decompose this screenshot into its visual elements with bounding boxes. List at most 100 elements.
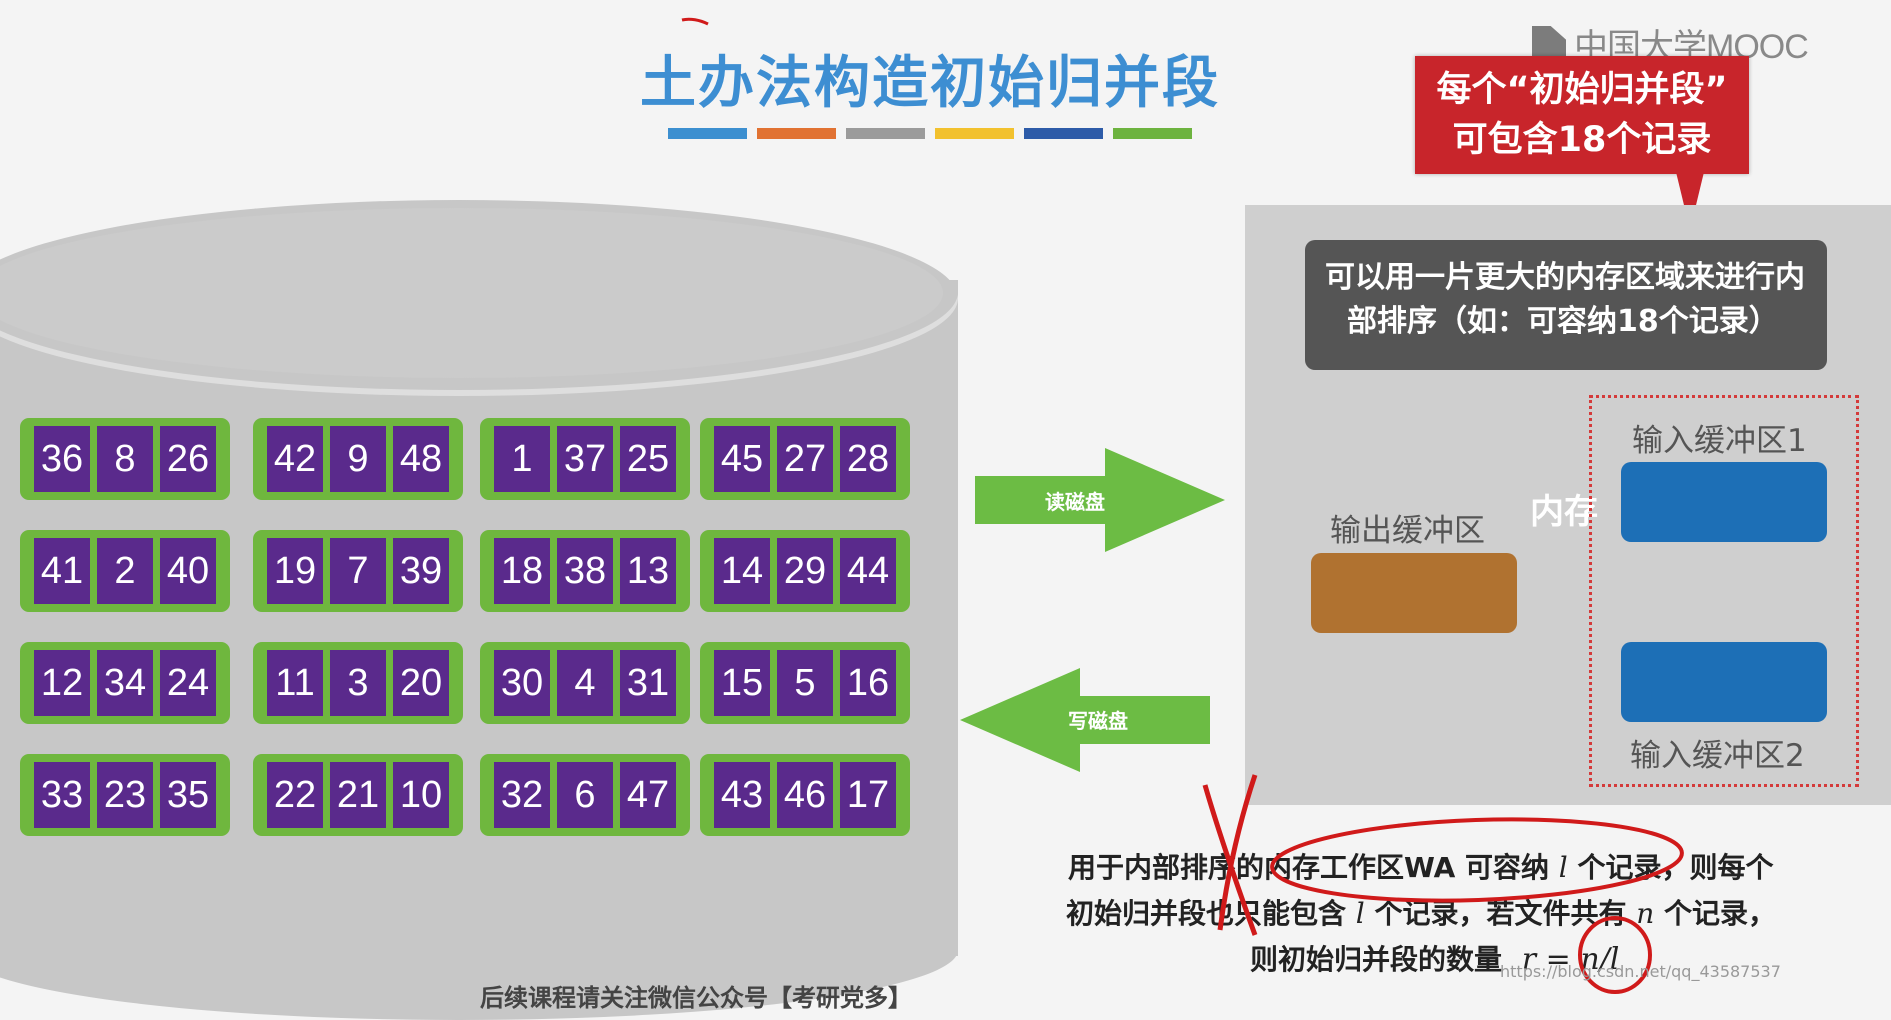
record-cell: 44 <box>840 538 896 604</box>
note-line-2-a: 初始归并段也只能包含 <box>1066 897 1347 930</box>
record-cell: 2 <box>97 538 153 604</box>
mooc-logo-icon <box>1532 26 1566 60</box>
record-cell: 12 <box>34 650 90 716</box>
record-cell: 34 <box>97 650 153 716</box>
record-cell: 17 <box>840 762 896 828</box>
note-line-2-b: 个记录，若文件共有 <box>1374 897 1627 930</box>
record-cell: 27 <box>777 426 833 492</box>
record-cell: 24 <box>160 650 216 716</box>
record-cell: 9 <box>330 426 386 492</box>
title-color-bar <box>668 128 1192 139</box>
record-cell: 1 <box>494 426 550 492</box>
record-cell: 30 <box>494 650 550 716</box>
memory-label: 内存 <box>1530 492 1598 532</box>
record-cell: 25 <box>620 426 676 492</box>
record-cell: 22 <box>267 762 323 828</box>
record-cell: 31 <box>620 650 676 716</box>
title-mark <box>681 17 709 26</box>
record-cell: 32 <box>494 762 550 828</box>
record-cell: 38 <box>557 538 613 604</box>
record-cell: 3 <box>330 650 386 716</box>
record-cell: 48 <box>393 426 449 492</box>
record-cell: 23 <box>97 762 153 828</box>
note-line-1-b: 个记录，则每个 <box>1577 851 1774 884</box>
record-cell: 40 <box>160 538 216 604</box>
var-l: l <box>1355 897 1365 930</box>
record-cell: 26 <box>160 426 216 492</box>
color-segment <box>935 128 1014 139</box>
record-cell: 21 <box>330 762 386 828</box>
record-cell: 16 <box>840 650 896 716</box>
record-cell: 7 <box>330 538 386 604</box>
var-n: n <box>1636 897 1655 930</box>
note-line-1-a: 用于内部排序的内存工作区WA 可容纳 <box>1068 851 1550 884</box>
record-cell: 11 <box>267 650 323 716</box>
output-buffer <box>1311 553 1517 633</box>
memory-description: 可以用一片更大的内存区域来进行内 部排序（如：可容纳18个记录） <box>1305 240 1827 370</box>
input-buffer-1-label: 输入缓冲区1 <box>1632 423 1807 459</box>
input-buffer-2-label: 输入缓冲区2 <box>1630 738 1805 774</box>
record-cell: 18 <box>494 538 550 604</box>
input-buffer-2 <box>1621 642 1827 722</box>
disk-cylinder-top-face <box>0 208 943 378</box>
callout-line-2: 可包含18个记录 <box>1452 120 1712 160</box>
note-line-3-a: 则初始归并段的数量 <box>1250 943 1503 976</box>
input-buffer-1 <box>1621 462 1827 542</box>
read-disk-arrow <box>975 448 1225 552</box>
color-segment <box>1024 128 1103 139</box>
callout-box: 每个“初始归并段” 可包含18个记录 <box>1415 56 1749 174</box>
record-cell: 14 <box>714 538 770 604</box>
record-cell: 6 <box>557 762 613 828</box>
record-cell: 15 <box>714 650 770 716</box>
record-cell: 46 <box>777 762 833 828</box>
memory-description-line-1: 可以用一片更大的内存区域来进行内 <box>1325 260 1805 295</box>
write-disk-label: 写磁盘 <box>1068 709 1128 733</box>
read-disk-label: 读磁盘 <box>1045 490 1105 514</box>
note-line-2: 初始归并段也只能包含 l 个记录，若文件共有 n 个记录， <box>1066 892 1776 932</box>
record-cell: 36 <box>34 426 90 492</box>
record-cell: 19 <box>267 538 323 604</box>
color-segment <box>846 128 925 139</box>
record-cell: 20 <box>393 650 449 716</box>
var-l: l <box>1558 851 1568 884</box>
write-disk-arrow <box>960 668 1210 772</box>
color-segment <box>668 128 747 139</box>
record-cell: 4 <box>557 650 613 716</box>
record-cell: 39 <box>393 538 449 604</box>
color-segment <box>757 128 836 139</box>
note-line-2-c: 个记录， <box>1664 897 1777 930</box>
record-cell: 45 <box>714 426 770 492</box>
record-cell: 33 <box>34 762 90 828</box>
record-cell: 29 <box>777 538 833 604</box>
record-cell: 41 <box>34 538 90 604</box>
note-line-1: 用于内部排序的内存工作区WA 可容纳 l 个记录，则每个 <box>1068 846 1774 886</box>
record-cell: 35 <box>160 762 216 828</box>
record-cell: 10 <box>393 762 449 828</box>
input-buffers-frame <box>1589 395 1859 787</box>
record-cell: 28 <box>840 426 896 492</box>
record-cell: 8 <box>97 426 153 492</box>
output-buffer-label: 输出缓冲区 <box>1330 513 1485 549</box>
record-cell: 43 <box>714 762 770 828</box>
record-cell: 5 <box>777 650 833 716</box>
page-title-text: 土办法构造初始归并段 <box>640 51 1220 116</box>
page-title: 土办法构造初始归并段 <box>640 38 1220 119</box>
watermark-url: https://blog.csdn.net/qq_43587537 <box>1500 962 1781 981</box>
callout-line-1: 每个“初始归并段” <box>1436 70 1728 110</box>
record-cell: 42 <box>267 426 323 492</box>
